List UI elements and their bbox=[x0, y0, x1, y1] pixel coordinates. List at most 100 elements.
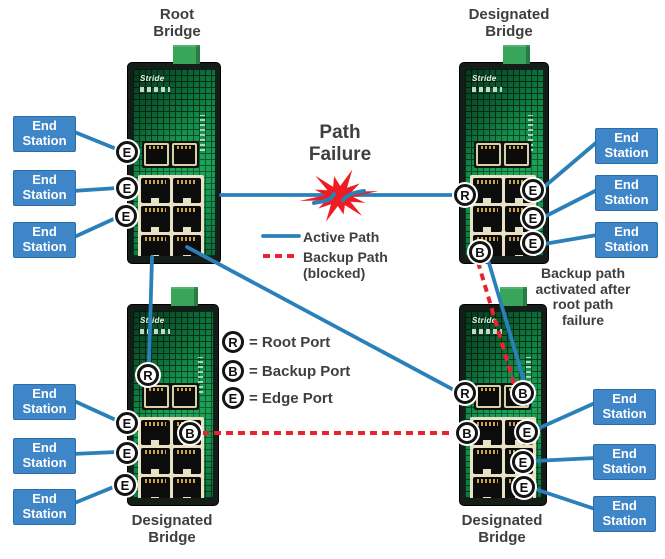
brand-label: Stride bbox=[472, 316, 497, 325]
end-station-label: End bbox=[32, 386, 57, 401]
switch-panel: Stride bbox=[133, 69, 215, 256]
active-path-line bbox=[70, 398, 120, 423]
end-station-label: End bbox=[614, 224, 639, 239]
designated-bridge-title-bottom-left: Designated Bridge bbox=[112, 512, 232, 546]
active-path-line bbox=[185, 245, 454, 391]
rj45-port bbox=[141, 234, 170, 256]
rj45-port bbox=[141, 178, 170, 204]
edge-port-symbol: E bbox=[222, 387, 244, 409]
port-block bbox=[138, 417, 204, 498]
designated-bridge-title-top-right: Designated Bridge bbox=[454, 6, 564, 40]
backup-port-symbol: B bbox=[222, 360, 244, 382]
rj45-port bbox=[473, 206, 502, 232]
panel-markings bbox=[526, 357, 531, 393]
end-station-label: Station bbox=[604, 239, 649, 254]
rj45-port bbox=[141, 448, 170, 474]
edge-port-marker: E bbox=[522, 232, 544, 254]
end-station-label: End bbox=[614, 177, 639, 192]
backup-port-marker: B bbox=[512, 382, 534, 404]
backup-activated-note: Backup path activated after root path fa… bbox=[513, 265, 653, 328]
active-path-line bbox=[542, 140, 599, 189]
edge-port-marker: E bbox=[116, 141, 138, 163]
path-break-icon bbox=[312, 189, 366, 205]
end-station-label: End bbox=[612, 498, 637, 513]
rj45-port bbox=[172, 206, 201, 232]
title-line: Bridge bbox=[478, 529, 526, 546]
uplink-port-row bbox=[142, 141, 199, 168]
rj45-port bbox=[473, 448, 502, 474]
title-line: Designated bbox=[461, 512, 543, 529]
rj45-port bbox=[172, 476, 201, 498]
active-path-line bbox=[147, 255, 154, 365]
edge-port-marker: E bbox=[522, 179, 544, 201]
port-legend-root-row: R = Root Port bbox=[222, 331, 330, 353]
legend-blocked-label: (blocked) bbox=[303, 265, 366, 281]
active-path-line bbox=[535, 401, 597, 431]
edge-port-marker: E bbox=[116, 412, 138, 434]
legend-backup-label: Backup Path bbox=[303, 249, 388, 265]
active-path-line bbox=[532, 456, 597, 463]
edge-port-marker: E bbox=[516, 421, 538, 443]
brand-label: Stride bbox=[140, 74, 165, 83]
end-station-label: End bbox=[32, 440, 57, 455]
designated-bridge-title-bottom-right: Designated Bridge bbox=[442, 512, 562, 546]
root-port-symbol: R bbox=[222, 331, 244, 353]
port-legend-backup-row: B = Backup Port bbox=[222, 360, 350, 382]
rj45-port bbox=[144, 385, 169, 408]
port-legend-edge-row: E = Edge Port bbox=[222, 387, 333, 409]
end-station-label: End bbox=[32, 118, 57, 133]
rj45-port bbox=[504, 143, 529, 166]
end-station-label: End bbox=[32, 491, 57, 506]
active-path-line bbox=[70, 215, 120, 240]
rj45-port bbox=[473, 178, 502, 204]
title-line: Designated bbox=[468, 6, 550, 23]
panel-markings bbox=[528, 115, 533, 151]
active-path-line bbox=[533, 487, 597, 511]
note-line: Backup path bbox=[540, 265, 625, 281]
port-legend-label: = Root Port bbox=[249, 333, 331, 351]
port-block bbox=[138, 175, 204, 256]
active-path-line bbox=[70, 186, 120, 193]
rj45-port bbox=[172, 178, 201, 204]
active-path-line bbox=[542, 233, 599, 246]
backup-port-marker: B bbox=[456, 422, 478, 444]
active-path-line-backup-activated bbox=[487, 261, 526, 383]
root-bridge-title: Root Bridge bbox=[127, 6, 227, 40]
root-port-marker: R bbox=[454, 382, 476, 404]
rj45-port bbox=[172, 448, 201, 474]
note-line: failure bbox=[561, 311, 604, 328]
note-line: root path bbox=[552, 296, 614, 312]
path-failure-starburst bbox=[299, 169, 379, 222]
switch-designated-bridge-bottom-left: Stride bbox=[128, 287, 218, 505]
end-station-label: Station bbox=[22, 187, 67, 202]
end-station-label: Station bbox=[602, 461, 647, 476]
end-station-label: Station bbox=[22, 506, 67, 521]
end-station-label: Station bbox=[22, 239, 67, 254]
rj45-port bbox=[473, 476, 502, 498]
edge-port-marker: E bbox=[114, 474, 136, 496]
brand-icons bbox=[472, 329, 502, 334]
rj45-port bbox=[144, 143, 169, 166]
end-station-label: Station bbox=[602, 513, 647, 528]
active-path-line bbox=[70, 129, 121, 152]
note-line: activated after bbox=[535, 280, 631, 297]
end-station-label: End bbox=[32, 172, 57, 187]
path-failure-line: Failure bbox=[308, 144, 372, 165]
edge-port-marker: E bbox=[512, 451, 534, 473]
active-path-line bbox=[70, 484, 118, 506]
port-legend-label: = Backup Port bbox=[249, 362, 351, 380]
brand-icons bbox=[472, 87, 502, 92]
backup-path-line bbox=[476, 261, 516, 385]
edge-port-marker: E bbox=[116, 177, 138, 199]
switch-root-bridge: Stride bbox=[128, 45, 220, 263]
active-path-line bbox=[542, 188, 599, 219]
end-station-label: Station bbox=[602, 406, 647, 421]
